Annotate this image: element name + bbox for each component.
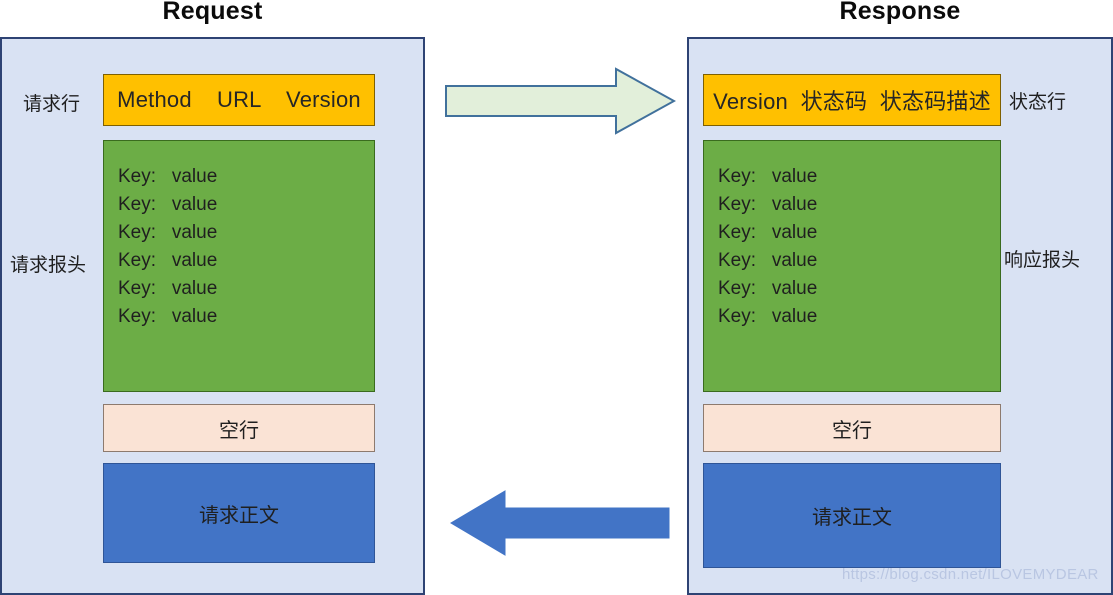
request-start-line-text: Method URL Version (117, 87, 361, 112)
request-start-line-label: 请求行 (23, 94, 81, 115)
response-header-row: Key: value (718, 222, 818, 243)
response-panel-title: Response (839, 0, 961, 25)
response-body-text: 请求正文 (812, 507, 892, 529)
response-empty-line-text: 空行 (832, 419, 872, 442)
request-header-row: Key: value (118, 306, 218, 327)
response-headers-label: 响应报头 (1004, 250, 1081, 271)
request-header-row: Key: value (118, 278, 218, 299)
response-status-line-label: 状态行 (1009, 92, 1067, 113)
request-headers-label: 请求报头 (10, 255, 87, 276)
request-header-row: Key: value (118, 194, 218, 215)
request-header-row: Key: value (118, 250, 218, 271)
request-panel-title: Request (162, 0, 263, 25)
request-arrow-icon (445, 67, 676, 135)
response-header-row: Key: value (718, 306, 818, 327)
response-header-row: Key: value (718, 250, 818, 271)
request-body-text: 请求正文 (199, 504, 279, 527)
response-status-line-block: Version 状态码 状态码描述 (703, 74, 1001, 126)
response-header-row: Key: value (718, 166, 818, 187)
response-body-block: 请求正文 (703, 463, 1001, 568)
request-header-row: Key: value (118, 166, 218, 187)
response-empty-line-block: 空行 (703, 404, 1001, 452)
request-body-block: 请求正文 (103, 463, 375, 563)
response-status-line-text: Version 状态码 状态码描述 (713, 89, 991, 114)
response-arrow-icon (450, 490, 670, 556)
request-empty-line-block: 空行 (103, 404, 375, 452)
request-headers-block: Key: value Key: value Key: value Key: va… (103, 140, 375, 392)
request-header-row: Key: value (118, 222, 218, 243)
request-empty-line-text: 空行 (219, 419, 259, 442)
response-headers-block: Key: value Key: value Key: value Key: va… (703, 140, 1001, 392)
response-header-row: Key: value (718, 278, 818, 299)
watermark-text: https://blog.csdn.net/ILOVEMYDEAR (842, 566, 1099, 583)
response-header-row: Key: value (718, 194, 818, 215)
request-start-line-block: Method URL Version (103, 74, 375, 126)
